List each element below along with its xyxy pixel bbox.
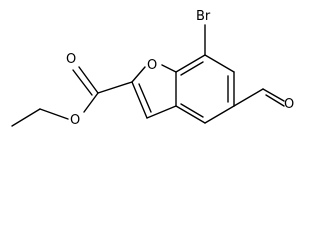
bond-c5-cho [233, 88, 264, 107]
atom-carbonyl-oxygen-label: O [66, 52, 76, 67]
bond-ch2-ch3 [11, 108, 41, 127]
bond-c2-c3-inner [138, 83, 152, 113]
bond-c4-c3a-inner [180, 103, 204, 118]
bond-c7a-c7 [175, 54, 206, 73]
bond-cester-o-carbonyl-double [72, 69, 93, 96]
bond-c2-cester [97, 81, 133, 94]
bond-c7-c6 [204, 54, 235, 73]
bond-c5-c4 [204, 105, 235, 124]
bond-c7a-o1 [161, 64, 177, 73]
bond-cester-o-carbonyl [78, 66, 99, 94]
bond-c3-c3a [146, 105, 177, 119]
atom-bromine-label: Br [196, 9, 211, 24]
bond-o1-c2 [131, 66, 146, 83]
bond-cho-o-double [265, 94, 285, 107]
atom-furan-oxygen-label: O [147, 58, 157, 73]
bond-c7-c7a-inner [180, 61, 204, 76]
bond-c2-c3 [131, 81, 148, 119]
atom-ester-oxygen-label: O [70, 113, 80, 128]
bond-cester-o-ester [83, 92, 99, 113]
bond-c4-c3a [175, 105, 206, 124]
bond-cho-o [262, 88, 285, 102]
atom-aldehyde-oxygen-label: O [284, 97, 294, 112]
molecule-structure: Br O O O O [11, 9, 294, 128]
bond-oester-ch2 [39, 108, 69, 120]
